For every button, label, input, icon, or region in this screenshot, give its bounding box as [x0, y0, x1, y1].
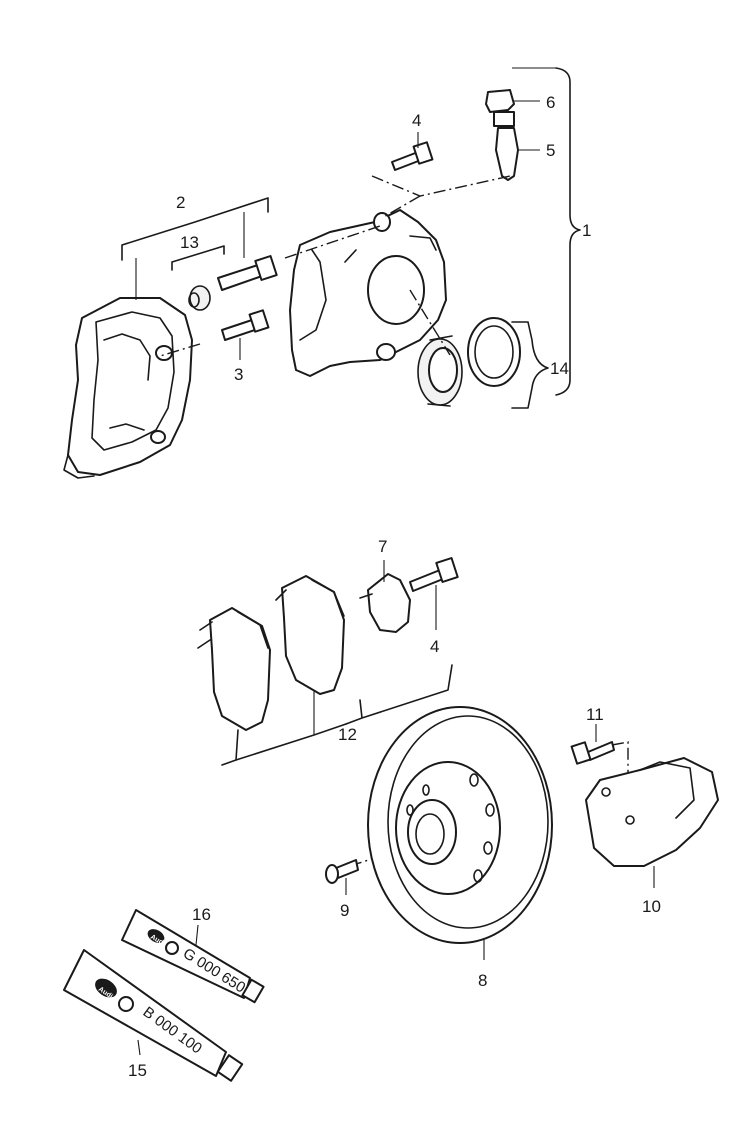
bracket-12: [221, 664, 453, 766]
callout-1: 1: [582, 221, 591, 240]
bolt-4-top: [391, 141, 434, 171]
callout-2: 2: [176, 193, 185, 212]
callout-3: 3: [234, 365, 243, 384]
callout-15: 15: [128, 1061, 147, 1080]
anti-rattle-plate-7: [359, 573, 411, 633]
callout-10: 10: [642, 897, 661, 916]
brake-disc-8: [367, 706, 553, 944]
callouts: 1 2 3 4 4 5 6 7 8 9 10 11 12 13 14 15 16: [128, 93, 661, 1080]
bracket-13: [171, 245, 225, 271]
callout-12: 12: [338, 725, 357, 744]
caliper-housing: [289, 209, 447, 377]
callout-4-lower: 4: [430, 637, 439, 656]
brake-pad-inner: [275, 575, 345, 695]
brake-pad-outer: [197, 607, 271, 731]
callout-13: 13: [180, 233, 199, 252]
dust-cap-6: [485, 89, 515, 113]
splash-shield-10: [585, 757, 719, 867]
callout-14: 14: [550, 359, 569, 378]
bleeder-valve-5: [493, 111, 519, 181]
guide-pin-2: [217, 255, 278, 291]
bushing-13: [188, 285, 211, 311]
callout-4-top: 4: [412, 111, 421, 130]
callout-7: 7: [378, 537, 387, 556]
bracket-1: [512, 67, 581, 396]
callout-16: 16: [192, 905, 211, 924]
callout-8: 8: [478, 971, 487, 990]
disc-holes: [406, 773, 495, 883]
callout-9: 9: [340, 901, 349, 920]
bolt-11: [570, 741, 615, 765]
callout-6: 6: [546, 93, 555, 112]
bracket-2: [121, 197, 269, 300]
bolt-3: [221, 309, 270, 341]
caliper-carrier: [63, 297, 193, 479]
callout-11: 11: [586, 705, 604, 724]
bracket-14: [511, 321, 549, 409]
callout-5: 5: [546, 141, 555, 160]
piston-and-seal: [417, 317, 521, 407]
bolt-4-lower: [409, 557, 459, 592]
leader-lines: [137, 100, 655, 1056]
screw-9: [325, 859, 359, 884]
